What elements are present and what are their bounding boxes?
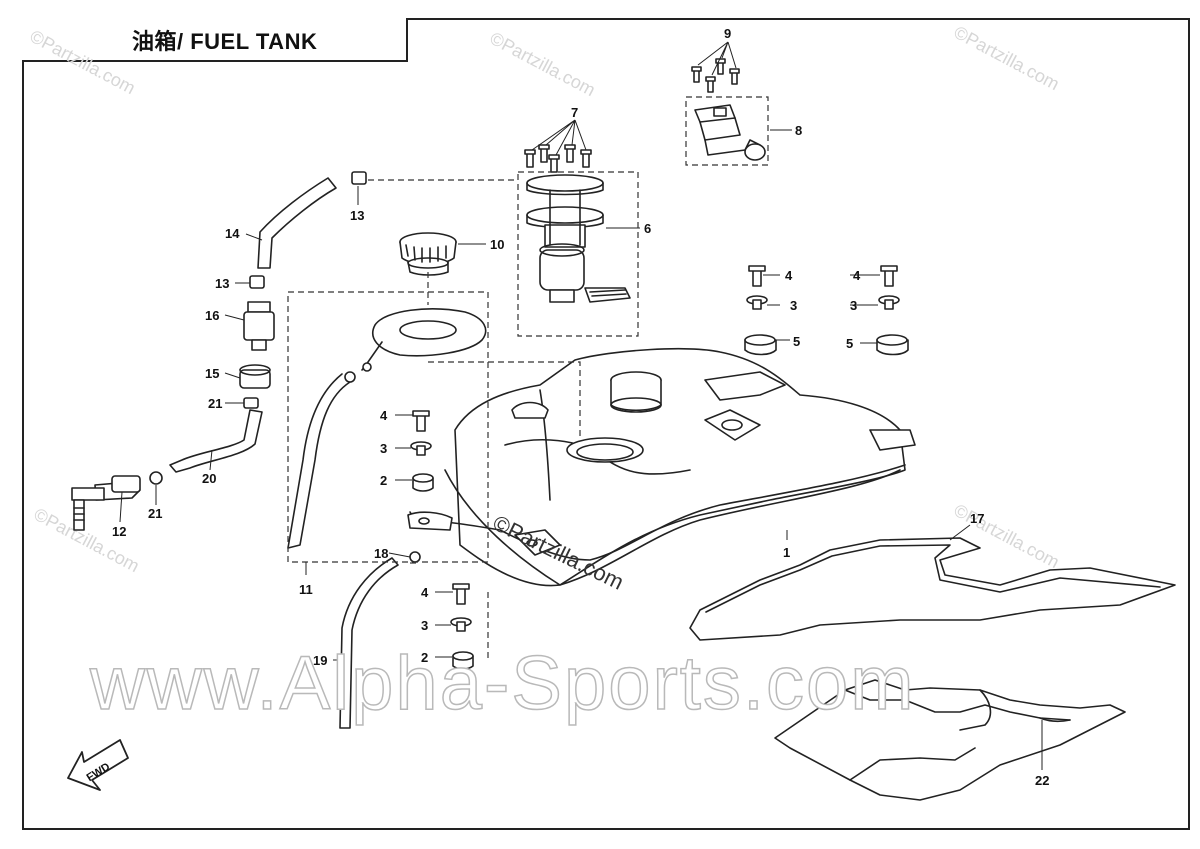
callout-21: 21 [148, 506, 162, 521]
callout-4: 4 [853, 268, 861, 283]
callout-18: 18 [374, 546, 388, 561]
callout-16: 16 [205, 308, 219, 323]
callout-2: 2 [421, 650, 428, 665]
level-sender-part-8 [694, 104, 766, 161]
fuel-pump-part-6 [526, 174, 631, 303]
diagram-title: 油箱/ FUEL TANK [132, 29, 318, 54]
callout-17: 17 [970, 511, 984, 526]
callout-5: 5 [793, 334, 800, 349]
diagram-frame [22, 18, 1190, 830]
drain-hose-part-19 [339, 551, 421, 729]
mount-stack-rear-left [744, 265, 777, 356]
title-box: 油箱/ FUEL TANK [22, 18, 408, 62]
callout-2: 2 [380, 473, 387, 488]
fuel-hose-part-20 [149, 397, 263, 485]
callout-3: 3 [850, 298, 857, 313]
mount-stack-rear-right [876, 265, 909, 356]
callout-9: 9 [724, 26, 731, 41]
callout-3: 3 [421, 618, 428, 633]
fuel-tank-part-1 [407, 347, 916, 587]
fuel-injector-part-12 [71, 475, 141, 531]
callout-13: 13 [350, 208, 364, 223]
callout-3: 3 [790, 298, 797, 313]
callout-1: 1 [783, 545, 790, 560]
callout-21: 21 [208, 396, 222, 411]
callout-6: 6 [644, 221, 651, 236]
fuel-filter-part-16 [243, 301, 275, 351]
mount-stack-front-left [410, 410, 434, 492]
callout-20: 20 [202, 471, 216, 486]
callout-10: 10 [490, 237, 504, 252]
callout-4: 4 [785, 268, 793, 283]
sender-screws-part-9 [691, 58, 740, 93]
fwd-arrow-icon [67, 739, 129, 791]
callout-22: 22 [1035, 773, 1049, 788]
callout-12: 12 [112, 524, 126, 539]
pump-bolts-part-7 [524, 144, 592, 173]
sender-group-box [685, 96, 769, 166]
callout-19: 19 [313, 653, 327, 668]
tank-bracket-part-22 [774, 679, 1126, 801]
pump-group-box [517, 171, 639, 337]
alpha-sports-watermark: www.Alpha-Sports.com [89, 640, 916, 727]
hose-clamp-part-15 [239, 364, 271, 389]
mount-stack-front-lower [450, 583, 474, 670]
callout-3: 3 [380, 441, 387, 456]
callout-14: 14 [225, 226, 240, 241]
overflow-tray-part-11 [287, 308, 487, 549]
tray-group-box [287, 291, 489, 563]
heat-shield-pad-part-17 [689, 537, 1176, 641]
callout-5: 5 [846, 336, 853, 351]
callout-11: 11 [299, 582, 313, 597]
callout-15: 15 [205, 366, 219, 381]
fuel-cap-part-10 [399, 232, 457, 276]
callout-13: 13 [215, 276, 229, 291]
callout-4: 4 [380, 408, 388, 423]
vent-hose-part-14 [249, 171, 367, 289]
callout-8: 8 [795, 123, 802, 138]
callout-4: 4 [421, 585, 429, 600]
callout-7: 7 [571, 105, 578, 120]
